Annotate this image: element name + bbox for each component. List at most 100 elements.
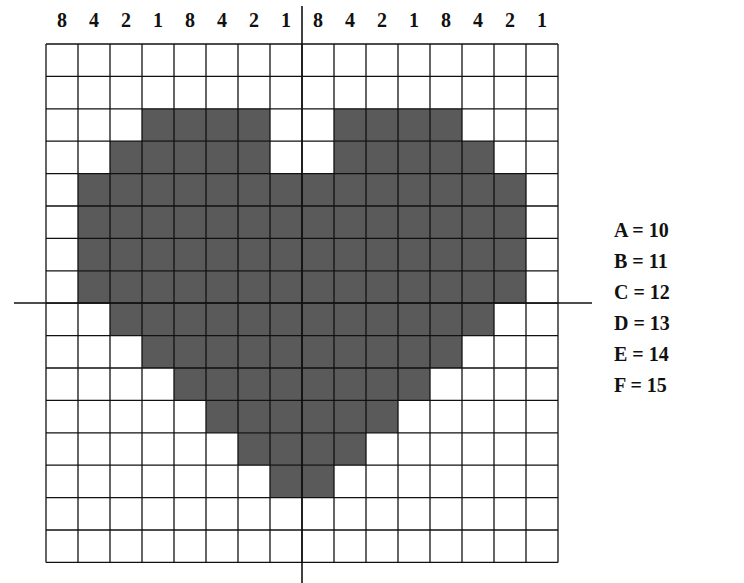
bit-weight: 4 — [89, 8, 99, 32]
filled-cell — [174, 336, 206, 368]
bit-weight: 4 — [345, 8, 355, 32]
filled-cell — [174, 271, 206, 303]
text-holder: 8 — [313, 8, 323, 32]
filled-cell — [270, 174, 302, 206]
bit-weight: 4 — [217, 8, 227, 32]
bit-weight: 1 — [537, 8, 547, 32]
text-holder: 8 — [185, 8, 195, 32]
filled-cell — [430, 336, 462, 368]
filled-cell — [366, 206, 398, 238]
filled-cell — [302, 271, 334, 303]
bit-weight: 2 — [121, 8, 131, 32]
filled-cell — [174, 206, 206, 238]
filled-cell — [302, 433, 334, 465]
filled-cell — [78, 271, 110, 303]
filled-cell — [110, 174, 142, 206]
filled-cell — [142, 271, 174, 303]
filled-cell — [334, 271, 366, 303]
filled-cell — [366, 400, 398, 432]
filled-cell — [270, 206, 302, 238]
text-holder: 8 — [57, 8, 67, 32]
filled-cell — [206, 238, 238, 270]
text-holder: 1 — [281, 8, 291, 32]
filled-cell — [174, 303, 206, 335]
filled-cell — [494, 174, 526, 206]
filled-cell — [142, 303, 174, 335]
bit-weight: 8 — [313, 8, 323, 32]
filled-cell — [206, 174, 238, 206]
filled-cell — [366, 174, 398, 206]
filled-cell — [462, 141, 494, 173]
filled-cell — [238, 109, 270, 141]
filled-cell — [238, 271, 270, 303]
filled-cell — [398, 206, 430, 238]
filled-cell — [398, 336, 430, 368]
text-holder: 8 — [441, 8, 451, 32]
filled-cell — [78, 174, 110, 206]
filled-cell — [206, 368, 238, 400]
filled-cell — [174, 238, 206, 270]
filled-cell — [366, 271, 398, 303]
bit-weight: 1 — [153, 8, 163, 32]
filled-cell — [334, 336, 366, 368]
filled-cell — [398, 303, 430, 335]
filled-cell — [302, 465, 334, 497]
bit-weight: 1 — [281, 8, 291, 32]
filled-cell — [110, 141, 142, 173]
filled-cell — [494, 271, 526, 303]
bit-weight: 2 — [249, 8, 259, 32]
filled-cell — [78, 238, 110, 270]
filled-cell — [398, 109, 430, 141]
filled-cell — [238, 400, 270, 432]
filled-cell — [110, 206, 142, 238]
filled-cell — [302, 336, 334, 368]
filled-cell — [238, 336, 270, 368]
text-holder: 4 — [345, 8, 355, 32]
filled-cell — [142, 206, 174, 238]
filled-cell — [334, 206, 366, 238]
filled-cell — [238, 368, 270, 400]
filled-cell — [142, 336, 174, 368]
filled-cell — [206, 109, 238, 141]
filled-cell — [462, 271, 494, 303]
bit-weight: 8 — [57, 8, 67, 32]
text-holder: 1 — [409, 8, 419, 32]
filled-cell — [142, 109, 174, 141]
filled-cell — [110, 271, 142, 303]
filled-cell — [334, 238, 366, 270]
filled-cell — [334, 400, 366, 432]
filled-cell — [110, 303, 142, 335]
filled-cell — [270, 433, 302, 465]
filled-cell — [238, 433, 270, 465]
filled-cell — [110, 238, 142, 270]
filled-cell — [398, 368, 430, 400]
filled-cell — [366, 336, 398, 368]
text-holder: F = 15 — [614, 373, 667, 397]
bit-weight: 2 — [377, 8, 387, 32]
filled-cell — [270, 303, 302, 335]
filled-cell — [398, 174, 430, 206]
filled-cell — [238, 141, 270, 173]
hex-legend: F = 15 — [614, 373, 667, 397]
filled-cell — [302, 174, 334, 206]
filled-cell — [142, 174, 174, 206]
filled-cell — [174, 141, 206, 173]
vertical-axis — [301, 6, 303, 583]
filled-cell — [174, 109, 206, 141]
bit-weight: 8 — [185, 8, 195, 32]
text-holder: E = 14 — [614, 342, 669, 366]
filled-cell — [142, 141, 174, 173]
filled-cell — [174, 174, 206, 206]
filled-cell — [398, 141, 430, 173]
filled-cell — [366, 303, 398, 335]
filled-cell — [78, 206, 110, 238]
filled-cell — [270, 465, 302, 497]
filled-cell — [366, 238, 398, 270]
filled-cell — [334, 433, 366, 465]
filled-cell — [494, 238, 526, 270]
text-holder: 2 — [505, 8, 515, 32]
text-holder: 1 — [537, 8, 547, 32]
filled-cell — [430, 141, 462, 173]
filled-cell — [334, 109, 366, 141]
filled-cell — [206, 336, 238, 368]
